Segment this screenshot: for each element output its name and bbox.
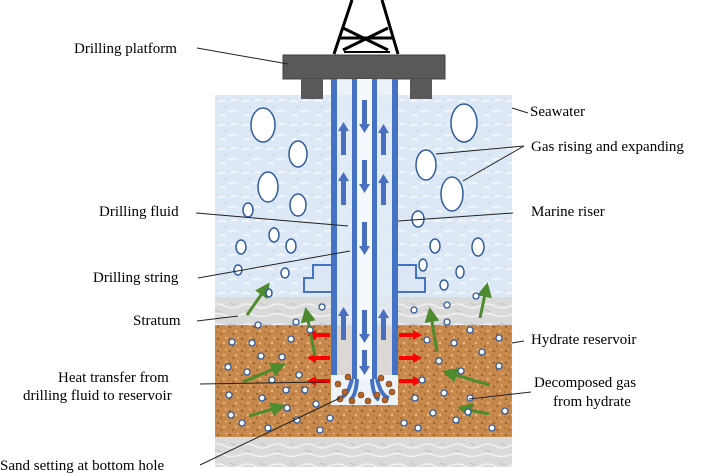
drilling-platform	[282, 0, 446, 99]
label-seawater: Seawater	[530, 104, 585, 120]
label-decomposed-gas-line1: Decomposed gas	[534, 375, 636, 391]
bottom-stratum-layer	[215, 437, 512, 467]
leader-lines	[195, 47, 532, 466]
flow-arrows	[338, 100, 389, 375]
label-drilling-platform: Drilling platform	[74, 41, 177, 57]
label-decomposed-gas-line2: from hydrate	[553, 394, 631, 410]
heat-transfer-arrows	[307, 330, 422, 386]
label-marine-riser: Marine riser	[531, 204, 605, 220]
label-heat-transfer-line2: drilling fluid to reservoir	[23, 388, 172, 404]
label-drilling-fluid: Drilling fluid	[99, 204, 179, 220]
gas-bubbles	[233, 103, 485, 298]
label-sand-setting: Sand setting at bottom hole	[0, 458, 164, 474]
label-gas-rising: Gas rising and expanding	[531, 139, 684, 155]
label-heat-transfer-line1: Heat transfer from	[58, 370, 169, 386]
label-drilling-string: Drilling string	[93, 270, 179, 286]
sand-at-bottom	[334, 373, 396, 405]
label-stratum: Stratum	[133, 313, 181, 329]
label-hydrate-reservoir: Hydrate reservoir	[531, 332, 636, 348]
